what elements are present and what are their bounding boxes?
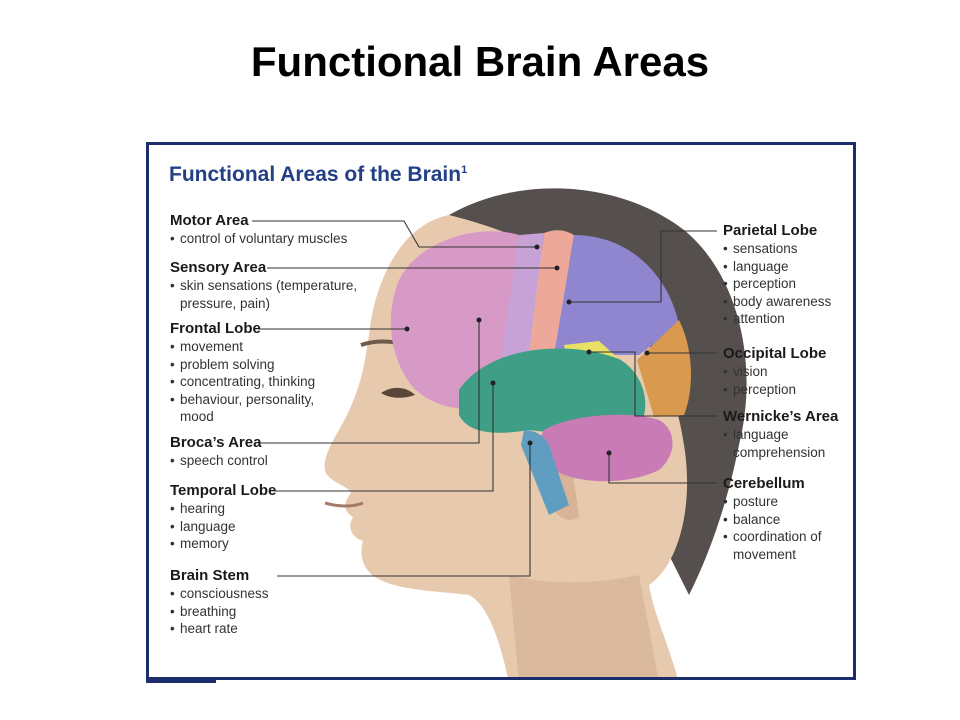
- label-item: posture: [723, 493, 848, 511]
- label-title: Cerebellum: [723, 475, 805, 492]
- label-item: language comprehension: [723, 426, 848, 461]
- label-motor-area: Motor Area control of voluntary muscles: [170, 212, 360, 248]
- label-item: language: [170, 518, 360, 536]
- figure-title-text: Functional Areas of the Brain: [169, 163, 462, 186]
- slide-title: Functional Brain Areas: [250, 38, 710, 85]
- label-item: language: [723, 258, 848, 276]
- label-item: control of voluntary muscles: [170, 230, 360, 248]
- occipital-lobe-region: [637, 320, 691, 417]
- label-item: speech control: [170, 452, 360, 470]
- label-item: body awareness: [723, 293, 848, 311]
- eye: [381, 387, 415, 398]
- label-item: memory: [170, 535, 360, 553]
- label-title: Brain Stem: [170, 567, 250, 584]
- brocas-area-leader: [259, 320, 480, 444]
- label-item: vision: [723, 363, 848, 381]
- label-item: concentrating, thinking: [170, 373, 330, 391]
- figure-title-superscript: 1: [461, 164, 468, 176]
- brain-figure: Functional Areas of the Brain1 Motor Are…: [146, 142, 856, 680]
- brain-illustration: [252, 188, 747, 677]
- label-item: sensations: [723, 240, 848, 258]
- label-occipital-lobe: Occipital Lobe vision perception: [723, 345, 848, 398]
- label-item: coordination of movement: [723, 528, 848, 563]
- label-item: attention: [723, 310, 848, 328]
- label-item: movement: [170, 338, 330, 356]
- label-sensory-area: Sensory Area skin sensations (temperatur…: [170, 259, 360, 312]
- temporal-lobe-region: [459, 348, 646, 433]
- label-title: Occipital Lobe: [723, 345, 827, 362]
- label-cerebellum: Cerebellum posture balance coordination …: [723, 475, 848, 563]
- temporal-lobe-leader: [275, 383, 494, 492]
- label-title: Temporal Lobe: [170, 482, 277, 499]
- label-item: hearing: [170, 500, 360, 518]
- label-temporal-lobe: Temporal Lobe hearing language memory: [170, 482, 360, 553]
- leader-lines: [252, 220, 717, 577]
- label-parietal-lobe: Parietal Lobe sensations language percep…: [723, 222, 848, 328]
- cerebellum-region: [540, 414, 673, 482]
- label-item: consciousness: [170, 585, 360, 603]
- label-item: perception: [723, 275, 848, 293]
- label-item: problem solving: [170, 356, 330, 374]
- neck-shadow: [509, 575, 658, 677]
- label-item: behaviour, personality, mood: [170, 391, 330, 426]
- brain-stem-leader: [277, 443, 531, 577]
- label-item: skin sensations (temperature, pressure, …: [170, 277, 360, 312]
- brain-stem-region: [521, 430, 569, 515]
- label-title: Motor Area: [170, 212, 249, 229]
- label-item: perception: [723, 381, 848, 399]
- motor-area-leader: [252, 220, 537, 248]
- label-title: Sensory Area: [170, 259, 267, 276]
- label-item: balance: [723, 511, 848, 529]
- parietal-lobe-leader: [569, 230, 717, 303]
- label-title: Parietal Lobe: [723, 222, 818, 239]
- label-brocas-area: Broca’s Area speech control: [170, 434, 360, 470]
- cerebellum-leader: [608, 453, 717, 484]
- frontal-lobe-region: [390, 231, 519, 409]
- label-title: Frontal Lobe: [170, 320, 261, 337]
- wernickes-area-leader: [589, 351, 717, 417]
- leader-dots: [404, 244, 650, 456]
- label-item: breathing: [170, 603, 360, 621]
- label-item: heart rate: [170, 620, 360, 638]
- label-wernickes-area: Wernicke’s Area language comprehension: [723, 408, 848, 461]
- label-brain-stem: Brain Stem consciousness breathing heart…: [170, 567, 360, 638]
- figure-title: Functional Areas of the Brain1: [169, 163, 467, 187]
- frame-accent-bar: [146, 679, 216, 683]
- label-title: Wernicke’s Area: [723, 408, 839, 425]
- label-frontal-lobe: Frontal Lobe movement problem solving co…: [170, 320, 330, 426]
- label-title: Broca’s Area: [170, 434, 262, 451]
